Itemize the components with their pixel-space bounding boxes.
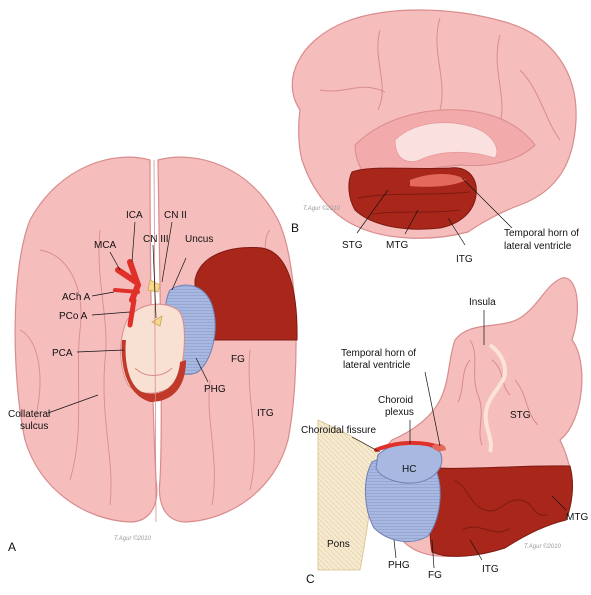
panel-a-label-phg: PHG	[204, 384, 226, 395]
panel-c-label-fg: FG	[428, 570, 442, 581]
panel-b: B STG MTG ITG Temporal horn of lateral v…	[291, 9, 579, 265]
panel-c-signature: T.Agur ©2010	[524, 543, 562, 550]
panel-b-label-mtg: MTG	[386, 240, 408, 251]
panel-a-left-hemisphere	[14, 156, 158, 523]
panel-a-pcoa-leader	[91, 311, 131, 316]
panel-b-temporal-horn	[410, 174, 466, 187]
panel-c-label-choroid-2: plexus	[385, 407, 414, 418]
panel-b-sulcus-4	[319, 86, 386, 93]
panel-c: Insula Temporal horn of lateral ventricl…	[301, 277, 588, 586]
panel-a-label-pcoa: PCo A	[59, 311, 88, 322]
panel-c-phg-leader	[393, 539, 397, 559]
panel-a-mca	[115, 267, 139, 285]
panel-c-temporal-horn	[432, 443, 446, 452]
panel-a-label-itg: ITG	[257, 408, 274, 419]
panel-b-label-stg: STG	[342, 240, 363, 251]
panel-c-label-phg: PHG	[388, 560, 410, 571]
panel-c-label-hc: HC	[402, 464, 416, 475]
panel-a-gyrus-line-2	[98, 229, 112, 506]
panel-c-label-stg: STG	[510, 410, 531, 421]
panel-c-mtg-leader	[551, 495, 567, 511]
panel-a-phg-leader	[195, 357, 209, 383]
panel-c-label-mtg: MTG	[566, 512, 588, 523]
panel-c-label-insula: Insula	[469, 297, 496, 308]
panel-b-ventricle	[394, 122, 498, 162]
panel-c-horn-leader	[424, 371, 441, 447]
panel-c-fg-leader	[431, 539, 435, 569]
panel-a-gyrus-line-5	[19, 329, 41, 421]
panel-a-midbrain-crest	[134, 367, 173, 376]
panel-a-label-mca: MCA	[94, 240, 117, 251]
panel-a-gyrus-line-4	[248, 349, 255, 491]
panel-a-collateral-leader	[47, 394, 99, 414]
panel-a-temporal-region	[194, 246, 298, 341]
panel-a-cn2	[147, 279, 161, 293]
panel-b-temporal-sulcus-2	[371, 209, 461, 215]
panel-a-cn3	[151, 315, 163, 327]
panel-a-acha-leader	[91, 291, 115, 297]
panel-b-sulcus-2	[377, 29, 383, 111]
panel-b-mtg-leader	[404, 209, 419, 235]
panel-b-signature: T.Agur ©2010	[303, 205, 341, 212]
panel-a-midline	[153, 159, 157, 523]
panel-a-ica	[127, 259, 142, 303]
panel-c-label-horn-1: Temporal horn of	[341, 348, 416, 359]
panel-b-label-itg: ITG	[456, 254, 473, 265]
panel-c-temporal-lobe	[429, 465, 574, 557]
panel-b-horn-leader	[461, 177, 513, 229]
panel-c-label-itg: ITG	[482, 564, 499, 575]
panel-a-gyrus-line-1	[39, 249, 82, 481]
panel-b-stg-leader	[356, 189, 389, 234]
panel-b-central-sulcus	[436, 17, 443, 111]
panel-a-label-ica: ICA	[126, 210, 143, 221]
panel-a-pca-leader	[76, 349, 125, 353]
panel-b-label-horn-2: lateral ventricle	[504, 241, 572, 252]
panel-a-cn3-leader	[152, 244, 157, 319]
panel-c-label-horn-2: lateral ventricle	[343, 360, 411, 371]
panel-c-label-pons: Pons	[327, 539, 350, 550]
panel-a-label-fg: FG	[231, 354, 245, 365]
panel-b-label-horn-1: Temporal horn of	[504, 228, 579, 239]
panel-a-letter: A	[8, 540, 16, 554]
panel-b-itg-leader	[447, 217, 466, 246]
panel-a-acha	[113, 288, 140, 294]
panel-a-label-cn2: CN II	[164, 210, 187, 221]
panel-b-sulcus-5	[519, 69, 561, 141]
panel-a-label-acha: ACh A	[62, 292, 91, 303]
panel-a-gyrus-line-3	[208, 379, 215, 506]
panel-c-letter: C	[306, 572, 315, 586]
panel-c-itg-leader	[469, 539, 483, 561]
panel-a: ICA CN II MCA CN III Uncus ACh A PCo A P…	[8, 156, 298, 554]
panel-a-pcoa	[127, 297, 137, 328]
panel-a-label-uncus: Uncus	[185, 234, 213, 245]
panel-a-cn2-leader	[161, 221, 173, 283]
panel-c-label-fissure: Choroidal fissure	[301, 425, 376, 436]
panel-c-white-matter	[483, 343, 507, 453]
panel-a-label-cn3: CN III	[143, 234, 169, 245]
panel-c-label-choroid-1: Choroid	[378, 395, 413, 406]
panel-a-label-pca: PCA	[52, 348, 73, 359]
panel-c-temporal-gyri	[454, 479, 549, 533]
panel-b-letter: B	[291, 221, 299, 235]
panel-c-fissure-leader	[351, 436, 381, 453]
panel-a-uncus-leader	[171, 257, 187, 291]
panel-a-signature: T.Agur ©2010	[114, 535, 152, 542]
panel-b-temporal-sulcus-1	[357, 191, 471, 199]
panel-a-ica-leader	[131, 221, 136, 263]
panel-a-label-collateral-1: Collateral	[8, 409, 50, 420]
panel-a-mca-leader	[109, 251, 121, 271]
panel-a-label-collateral-2: sulcus	[20, 421, 48, 432]
